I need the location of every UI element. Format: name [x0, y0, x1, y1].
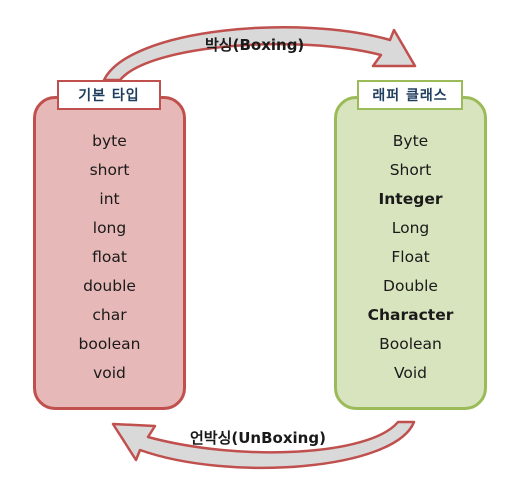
primitive-item-int: int [99, 190, 120, 208]
boxing-caption: 박싱(Boxing) [205, 36, 305, 54]
wrapper-item-short: Short [389, 161, 432, 179]
wrapper-item-boolean: Boolean [379, 335, 442, 353]
boxing-arrow [102, 26, 417, 82]
wrapper-item-float: Float [391, 248, 430, 266]
primitive-types-box: byte short int long float double char boolean vo… [33, 96, 186, 410]
wrapper-item-void: Void [393, 364, 428, 382]
wrapper-item-integer: Integer [378, 190, 443, 208]
primitive-item-double: double [83, 277, 136, 295]
wrapper-item-long: Long [391, 219, 430, 237]
wrapper-item-double: Double [383, 277, 438, 295]
unboxing-caption: 언박싱(UnBoxing) [190, 429, 326, 447]
primitive-item-float: float [92, 248, 127, 266]
primitive-types-title: 기본 타입 [57, 80, 161, 110]
primitive-item-boolean: boolean [78, 335, 141, 353]
unboxing-arrow [111, 420, 416, 470]
primitive-item-void: void [93, 364, 126, 382]
primitive-item-char: char [92, 306, 127, 324]
primitive-item-long: long [92, 219, 127, 237]
primitive-item-byte: byte [92, 132, 127, 150]
wrapper-classes-title: 래퍼 클래스 [357, 80, 463, 110]
primitive-item-short: short [89, 161, 130, 179]
wrapper-item-character: Character [367, 306, 454, 324]
primitive-types-list: byte short int long float double char boolean vo… [36, 127, 183, 388]
wrapper-item-byte: Byte [392, 132, 429, 150]
